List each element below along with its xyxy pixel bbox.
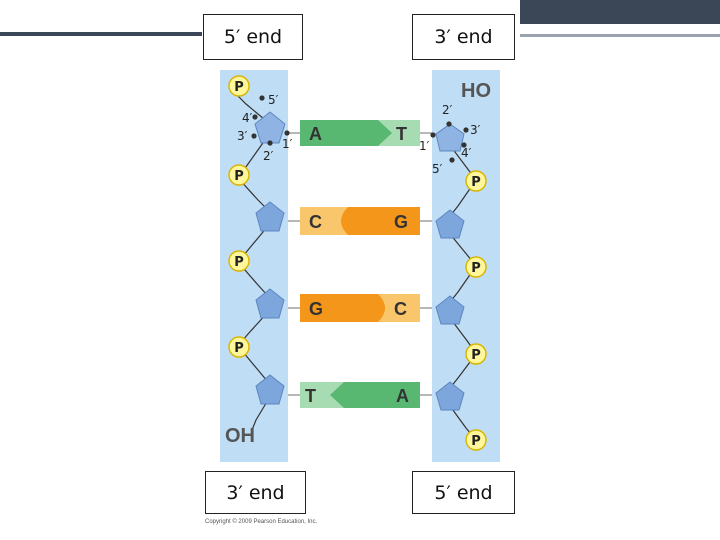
left-carbon-4-label: 4′ bbox=[242, 111, 253, 125]
phosphate-label-right-2: P bbox=[471, 261, 481, 276]
base-left-4: T bbox=[305, 386, 316, 406]
right-carbon-2-label: 2′ bbox=[442, 103, 453, 117]
right-top-hydroxyl: HO bbox=[461, 80, 491, 102]
label-bottom-right-end: 5′ end bbox=[412, 471, 515, 514]
phosphate-label-left-1: P bbox=[234, 80, 244, 95]
phosphate-label-right-1: P bbox=[471, 175, 481, 190]
phosphate-right-1 bbox=[465, 170, 487, 192]
label-bottom-left-end: 3′ end bbox=[205, 471, 306, 514]
copyright-notice: Copyright © 2009 Pearson Education, Inc. bbox=[205, 519, 318, 525]
phosphate-right-4 bbox=[465, 429, 487, 451]
left-bottom-hydroxyl: OH bbox=[225, 425, 255, 447]
left-carbon-2-label: 2′ bbox=[263, 149, 274, 163]
phosphate-right-2 bbox=[465, 256, 487, 278]
left-carbon-5-label: 5′ bbox=[268, 93, 279, 107]
label-top-right-end: 3′ end bbox=[412, 14, 515, 60]
right-sugar-3 bbox=[435, 295, 465, 325]
left-sugar-2 bbox=[255, 201, 285, 232]
left-carbon-3-label: 3′ bbox=[237, 129, 248, 143]
base-pair-2 bbox=[288, 207, 432, 235]
phosphate-left-4 bbox=[228, 336, 250, 358]
phosphate-left-2 bbox=[228, 164, 250, 186]
right-carbon-3-label: 3′ bbox=[470, 123, 481, 137]
slide-header-decoration bbox=[0, 0, 720, 37]
right-carbon-5-label: 5′ bbox=[432, 162, 443, 176]
label-top-left-end: 5′ end bbox=[203, 14, 303, 60]
base-left-3: G bbox=[309, 299, 323, 319]
base-right-3: C bbox=[394, 299, 407, 319]
phosphate-label-right-4: P bbox=[471, 434, 481, 449]
phosphate-label-left-3: P bbox=[234, 255, 244, 270]
phosphate-label-right-3: P bbox=[471, 348, 481, 363]
right-sugar-1 bbox=[435, 123, 465, 152]
base-pair-1 bbox=[288, 120, 432, 146]
base-right-4: A bbox=[396, 386, 409, 406]
phosphate-label-left-2: P bbox=[234, 169, 244, 184]
right-sugar-4 bbox=[435, 381, 465, 411]
base-pair-3 bbox=[288, 294, 432, 322]
phosphate-left-1 bbox=[228, 75, 250, 97]
right-carbon-4-label: 4′ bbox=[461, 146, 472, 160]
left-sugar-4 bbox=[255, 374, 285, 405]
phosphate-right-3 bbox=[465, 343, 487, 365]
phosphate-left-3 bbox=[228, 250, 250, 272]
right-carbon-1-label: 1′ bbox=[419, 139, 430, 153]
base-right-2: G bbox=[394, 212, 408, 232]
base-left-2: C bbox=[309, 212, 322, 232]
right-sugar-2 bbox=[435, 209, 465, 239]
phosphate-label-left-4: P bbox=[234, 341, 244, 356]
base-pair-4 bbox=[288, 382, 432, 408]
left-carbon-1-label: 1′ bbox=[282, 137, 293, 151]
left-sugar-3 bbox=[255, 288, 285, 319]
phosphates bbox=[228, 75, 487, 451]
base-right-1: T bbox=[396, 124, 407, 144]
base-left-1: A bbox=[309, 124, 322, 144]
